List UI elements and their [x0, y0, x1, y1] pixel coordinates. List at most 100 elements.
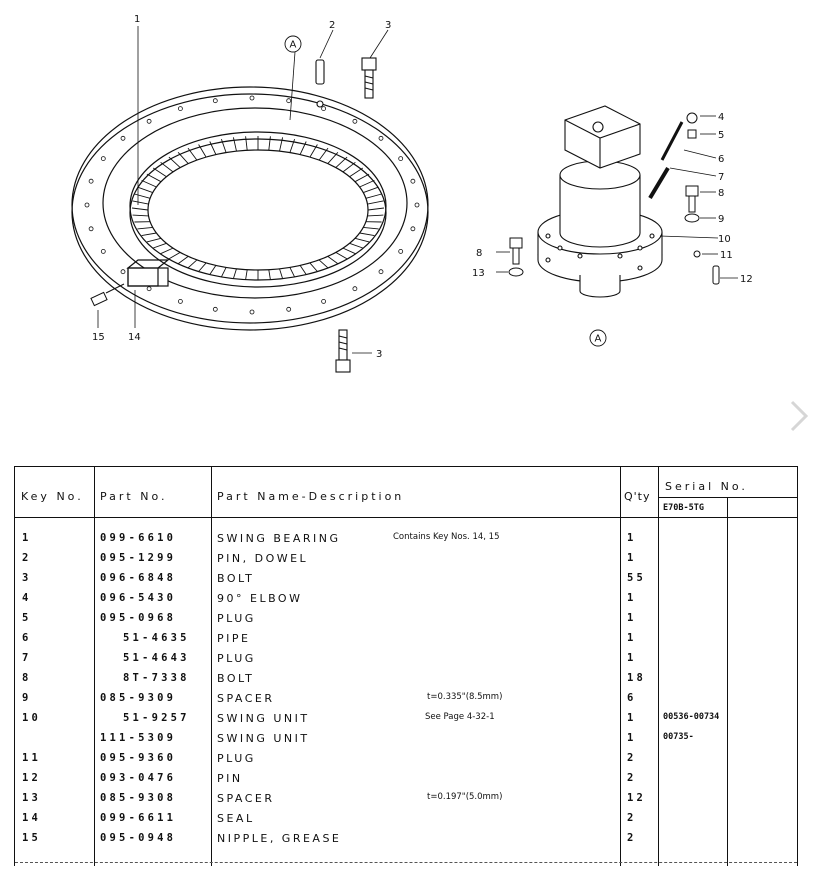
- gear-tooth: [209, 265, 217, 275]
- header-serial-no: Serial No.: [665, 480, 748, 493]
- header-part-no: Part No.: [100, 490, 168, 503]
- row-qty: 12: [627, 792, 647, 804]
- bolt-hole: [249, 95, 255, 101]
- gear-tooth: [137, 226, 153, 230]
- callout-6: 6: [718, 154, 724, 165]
- row-description: PLUG: [217, 652, 256, 665]
- row-key-no: 9: [22, 692, 32, 704]
- col-divider: [211, 467, 212, 866]
- gear-tooth: [245, 269, 248, 280]
- row-serial-range: 00536-00734: [663, 712, 720, 722]
- gear-tooth: [146, 173, 162, 183]
- gear-tooth: [279, 137, 284, 152]
- gear-tooth: [152, 167, 167, 178]
- bolt-hole: [120, 135, 126, 141]
- callout-4: 4: [718, 112, 724, 123]
- row-part-no: 085-9308: [100, 792, 177, 804]
- gear-tooth: [279, 268, 284, 279]
- next-page-arrow-icon[interactable]: [784, 398, 814, 434]
- callout-8b: 8: [476, 248, 482, 259]
- callout-5: 5: [718, 130, 724, 141]
- gear-tooth: [349, 242, 363, 249]
- bolt-hole: [321, 106, 327, 111]
- swing-unit-drawing: [537, 105, 663, 298]
- gear-tooth: [367, 214, 384, 217]
- serial-divider: [658, 497, 797, 498]
- gear-tooth: [349, 167, 364, 178]
- row-description: PIPE: [217, 632, 251, 645]
- row-part-no: 51-9257: [123, 712, 190, 724]
- row-qty: 1: [627, 732, 637, 744]
- gear-tooth: [268, 136, 271, 151]
- bolt-hole: [378, 269, 384, 275]
- gear-tooth: [359, 179, 375, 188]
- gear-tooth: [365, 193, 382, 199]
- col-divider: [658, 467, 659, 866]
- row-key-no: 1: [22, 532, 32, 544]
- gear-tooth: [209, 141, 217, 155]
- gear-tooth: [198, 144, 207, 158]
- callout-8a: 8: [718, 188, 724, 199]
- gear-tooth: [220, 138, 227, 153]
- row-description: PLUG: [217, 612, 256, 625]
- gear-tooth: [354, 237, 370, 243]
- bolt-top-drawing: [361, 57, 377, 99]
- parts-illustration: 1 2 3 3 4 5 6 7 8 8 9 10 11 12 13 14 15 …: [71, 14, 753, 373]
- header-key-no: Key No.: [21, 490, 84, 503]
- gear-tooth: [132, 214, 149, 217]
- row-part-no: 093-0476: [100, 772, 177, 784]
- row-serial-range: 00735-: [663, 732, 694, 742]
- gear-tooth: [363, 226, 379, 230]
- bolt-hole: [88, 178, 94, 184]
- row-key-no: 6: [22, 632, 32, 644]
- small-parts-drawing: [508, 112, 720, 285]
- bolt-hole: [177, 106, 183, 111]
- col-divider: [94, 467, 95, 866]
- bolt-hole: [212, 98, 218, 104]
- row-qty: 1: [627, 612, 637, 624]
- gear-tooth: [220, 267, 227, 278]
- table-bottom-edge: [15, 862, 797, 863]
- gear-tooth: [146, 237, 162, 243]
- gear-tooth: [177, 152, 189, 164]
- bolt-hole: [410, 178, 416, 184]
- bolt-hole: [120, 269, 126, 275]
- row-qty: 2: [627, 752, 637, 764]
- row-qty: 1: [627, 552, 637, 564]
- bolt-hole: [146, 118, 152, 124]
- bolt-hole: [212, 306, 218, 312]
- row-key-no: 15: [22, 832, 42, 844]
- gear-tooth: [309, 262, 318, 272]
- callout-13: 13: [472, 268, 485, 279]
- callout-11: 11: [720, 250, 733, 261]
- bolt-hole: [100, 156, 106, 162]
- row-part-no: 111-5309: [100, 732, 177, 744]
- gear-tooth: [132, 200, 149, 205]
- row-description: SWING UNIT: [217, 732, 310, 745]
- grease-nipple-drawing: [90, 283, 125, 307]
- row-qty: 2: [627, 832, 637, 844]
- gear-tooth: [232, 268, 237, 279]
- gear-tooth: [134, 193, 151, 199]
- header-divider: [15, 517, 797, 518]
- row-part-no: 095-9360: [100, 752, 177, 764]
- bolt-hole: [321, 298, 327, 304]
- row-note: Contains Key Nos. 14, 15: [393, 532, 500, 542]
- row-key-no: 3: [22, 572, 32, 584]
- bolt-hole: [88, 226, 94, 232]
- row-part-no: 099-6610: [100, 532, 177, 544]
- gear-tooth: [141, 232, 157, 237]
- callout-1: 1: [134, 14, 140, 25]
- bolt-hole: [84, 202, 90, 208]
- row-qty: 1: [627, 532, 637, 544]
- gear-tooth: [168, 156, 181, 168]
- bolt-bottom-drawing: [335, 329, 351, 373]
- gear-tooth: [335, 252, 348, 260]
- gear-tooth: [232, 137, 237, 152]
- bolt-hole: [398, 156, 404, 162]
- header-description: Part Name-Description: [217, 490, 405, 503]
- row-part-no: 096-5430: [100, 592, 177, 604]
- row-key-no: 5: [22, 612, 32, 624]
- bolt-hole: [410, 226, 416, 232]
- gear-tooth: [342, 247, 356, 255]
